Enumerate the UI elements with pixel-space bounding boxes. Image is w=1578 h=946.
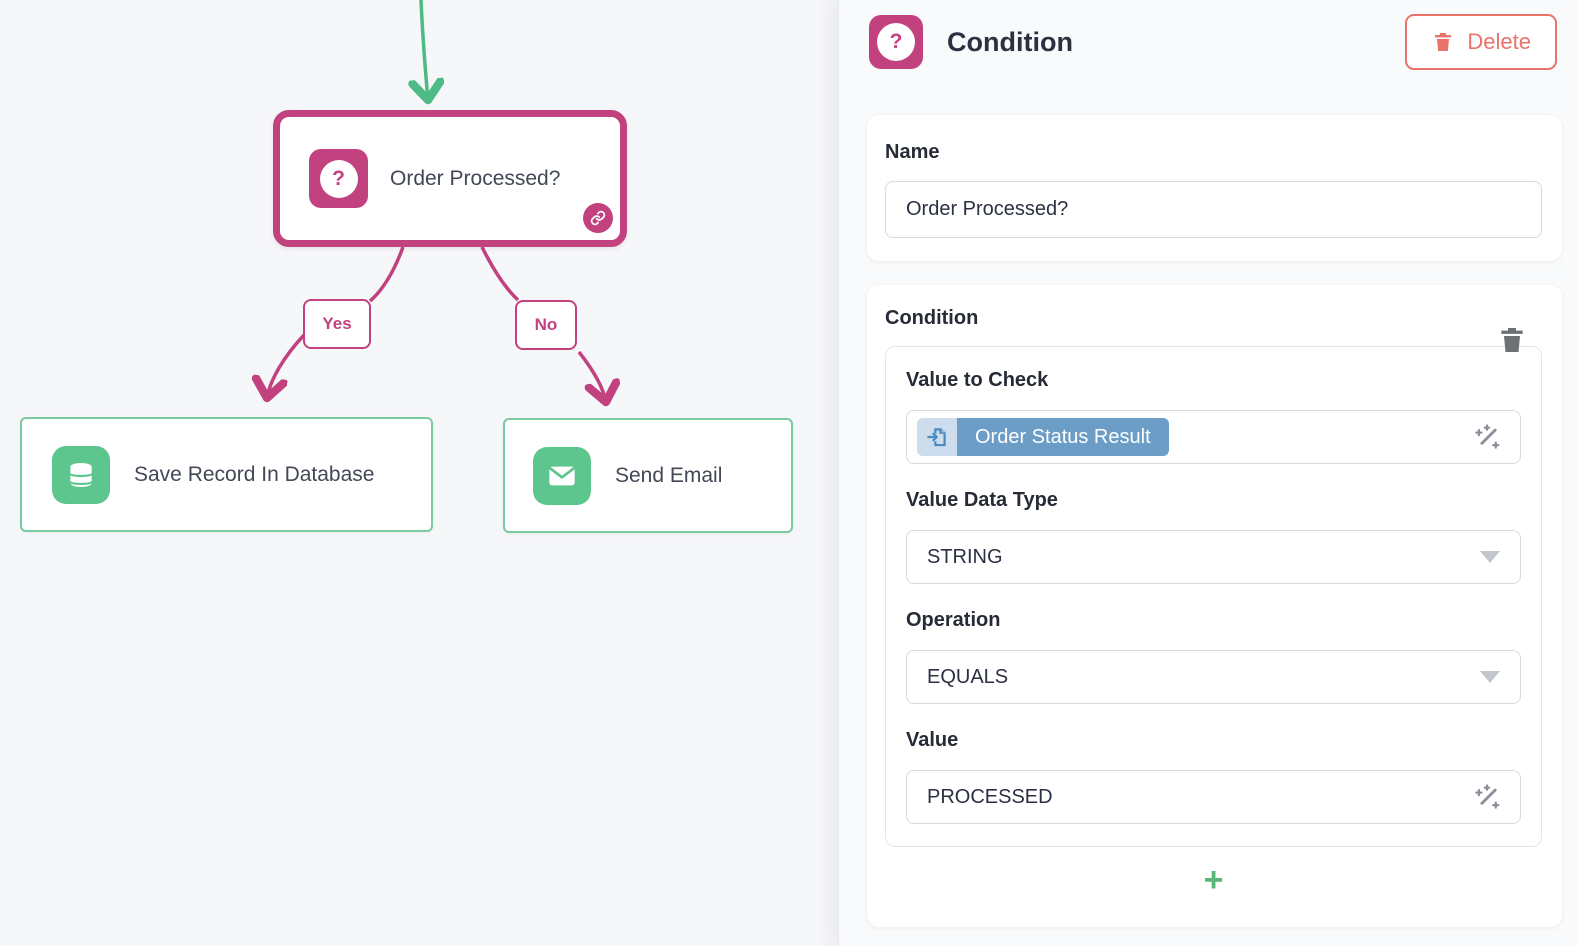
value-input-text: PROCESSED bbox=[927, 785, 1053, 808]
question-glyph: ? bbox=[889, 30, 903, 53]
delete-button-label: Delete bbox=[1467, 29, 1531, 54]
edge-label-yes[interactable]: Yes bbox=[303, 299, 371, 349]
link-icon[interactable] bbox=[583, 203, 613, 233]
edge-label-no-text: No bbox=[534, 315, 558, 334]
edge-incoming bbox=[421, 0, 428, 100]
chevron-down-icon bbox=[1480, 671, 1500, 683]
config-panel: ? Condition Delete Name Condition Value … bbox=[838, 0, 1578, 946]
node-send-email[interactable]: Send Email bbox=[503, 418, 793, 533]
value-input[interactable]: PROCESSED bbox=[906, 770, 1521, 824]
operation-select[interactable]: EQUALS bbox=[906, 650, 1521, 704]
value-data-type-select[interactable]: STRING bbox=[906, 530, 1521, 584]
chevron-down-icon bbox=[1480, 551, 1500, 563]
value-to-check-label: Value to Check bbox=[906, 369, 1049, 391]
delete-rule-button[interactable] bbox=[1494, 322, 1530, 358]
question-glyph: ? bbox=[332, 166, 345, 190]
node-title: Send Email bbox=[615, 463, 723, 487]
value-to-check-input[interactable]: Order Status Result bbox=[906, 410, 1521, 464]
node-save-record[interactable]: Save Record In Database bbox=[20, 417, 433, 532]
delete-node-button[interactable]: Delete bbox=[1405, 14, 1557, 70]
panel-title: Condition bbox=[947, 26, 1073, 57]
database-icon bbox=[52, 445, 110, 504]
edge-yes-upper bbox=[368, 246, 405, 303]
variable-chip[interactable]: Order Status Result bbox=[917, 418, 1169, 456]
edge-yes-lower bbox=[267, 332, 307, 398]
name-input[interactable] bbox=[885, 181, 1542, 238]
mail-icon bbox=[533, 446, 591, 505]
question-icon: ? bbox=[309, 149, 368, 208]
name-label: Name bbox=[885, 141, 940, 163]
operation-value: EQUALS bbox=[927, 665, 1009, 688]
condition-section-label: Condition bbox=[885, 307, 979, 329]
trash-icon bbox=[1435, 33, 1452, 51]
operation-label: Operation bbox=[906, 609, 1001, 631]
trash-icon bbox=[1501, 328, 1523, 352]
question-icon: ? bbox=[869, 15, 923, 69]
node-title: Order Processed? bbox=[390, 166, 561, 190]
panel-header: ? Condition Delete bbox=[839, 0, 1578, 70]
magic-wand-icon[interactable] bbox=[1470, 780, 1504, 814]
flow-edges bbox=[0, 0, 838, 946]
edge-label-yes-text: Yes bbox=[322, 314, 352, 333]
edge-no-upper bbox=[480, 246, 520, 302]
magic-wand-icon[interactable] bbox=[1470, 420, 1504, 454]
value-label: Value bbox=[906, 729, 959, 751]
condition-rule: Value to Check Order Status Result bbox=[885, 346, 1542, 847]
add-condition-button[interactable]: + bbox=[1203, 861, 1224, 899]
value-data-type-value: STRING bbox=[927, 545, 1003, 568]
variable-chip-label: Order Status Result bbox=[957, 418, 1169, 456]
flow-canvas[interactable]: ? Order Processed? Yes No Save Record In… bbox=[0, 0, 838, 946]
node-title: Save Record In Database bbox=[134, 462, 375, 486]
node-condition[interactable]: ? Order Processed? bbox=[273, 110, 627, 247]
condition-card: Condition Value to Check bbox=[867, 285, 1562, 927]
edge-label-no[interactable]: No bbox=[515, 300, 577, 350]
edge-no-lower bbox=[577, 350, 606, 402]
value-data-type-label: Value Data Type bbox=[906, 489, 1058, 511]
input-variable-icon bbox=[917, 418, 957, 456]
name-card: Name bbox=[867, 115, 1562, 261]
